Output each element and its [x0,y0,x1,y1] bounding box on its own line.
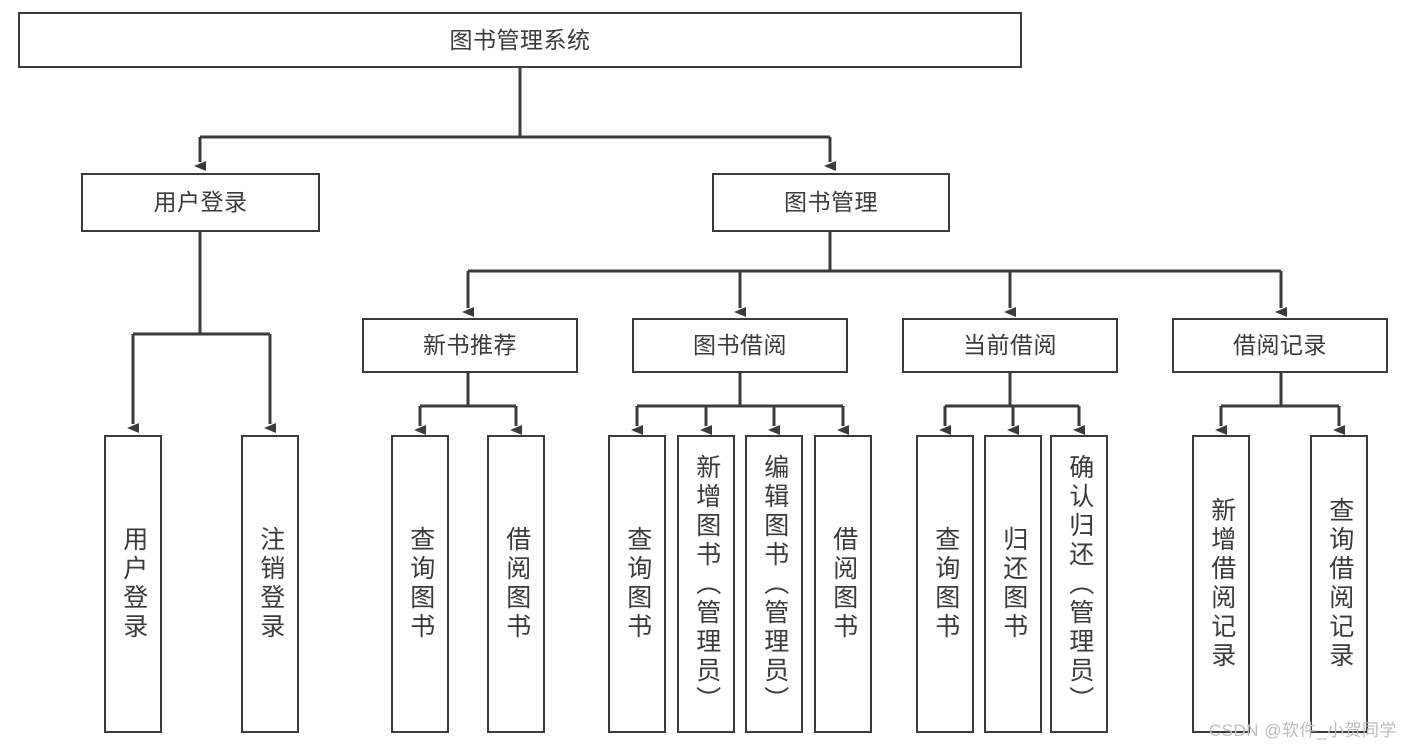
node-leaf-confirm-return-label: 确认归还（管理员） [1065,453,1094,715]
node-leaf-add-book[interactable]: 新增图书（管理员） [677,435,735,733]
node-leaf-query-record-label: 查询借阅记录 [1325,497,1354,671]
node-leaf-query-book-1[interactable]: 查询图书 [391,435,449,733]
node-book-management[interactable]: 图书管理 [712,173,950,232]
node-leaf-query-record[interactable]: 查询借阅记录 [1310,435,1368,733]
node-current-borrow[interactable]: 当前借阅 [902,318,1118,373]
node-user-login-label: 用户登录 [153,189,248,216]
node-current-borrow-label: 当前借阅 [963,332,1057,359]
node-new-book-recommend[interactable]: 新书推荐 [362,318,578,373]
node-leaf-confirm-return[interactable]: 确认归还（管理员） [1050,435,1108,733]
watermark: CSDN @软件_小贺同学 [1208,721,1397,740]
node-book-management-label: 图书管理 [784,189,878,216]
node-user-login[interactable]: 用户登录 [81,173,320,232]
node-leaf-return-book[interactable]: 归还图书 [984,435,1042,733]
node-leaf-query-book-2[interactable]: 查询图书 [608,435,666,733]
node-leaf-add-book-label: 新增图书（管理员） [692,453,721,715]
node-new-book-recommend-label: 新书推荐 [423,332,517,359]
node-leaf-query-book-1-label: 查询图书 [406,526,435,642]
node-leaf-query-book-3[interactable]: 查询图书 [916,435,974,733]
node-book-borrow-label: 图书借阅 [693,332,787,359]
node-root-label: 图书管理系统 [449,26,591,53]
node-borrow-record-label: 借阅记录 [1233,332,1327,359]
node-leaf-query-book-3-label: 查询图书 [931,526,960,642]
node-leaf-edit-book[interactable]: 编辑图书（管理员） [745,435,803,733]
node-leaf-user-login-label: 用户登录 [119,526,148,642]
node-leaf-logout-login[interactable]: 注销登录 [241,435,299,733]
node-leaf-borrow-book-1[interactable]: 借阅图书 [487,435,545,733]
node-leaf-add-record[interactable]: 新增借阅记录 [1192,435,1250,733]
node-leaf-logout-login-label: 注销登录 [256,526,285,642]
node-leaf-edit-book-label: 编辑图书（管理员） [760,453,789,715]
node-book-borrow[interactable]: 图书借阅 [632,318,848,373]
node-leaf-return-book-label: 归还图书 [999,526,1028,642]
node-leaf-query-book-2-label: 查询图书 [623,526,652,642]
node-borrow-record[interactable]: 借阅记录 [1172,318,1388,373]
node-leaf-borrow-book-2[interactable]: 借阅图书 [814,435,872,733]
node-leaf-user-login[interactable]: 用户登录 [104,435,162,733]
node-root[interactable]: 图书管理系统 [18,12,1022,68]
node-leaf-add-record-label: 新增借阅记录 [1207,497,1236,671]
node-leaf-borrow-book-2-label: 借阅图书 [829,526,858,642]
node-leaf-borrow-book-1-label: 借阅图书 [502,526,531,642]
